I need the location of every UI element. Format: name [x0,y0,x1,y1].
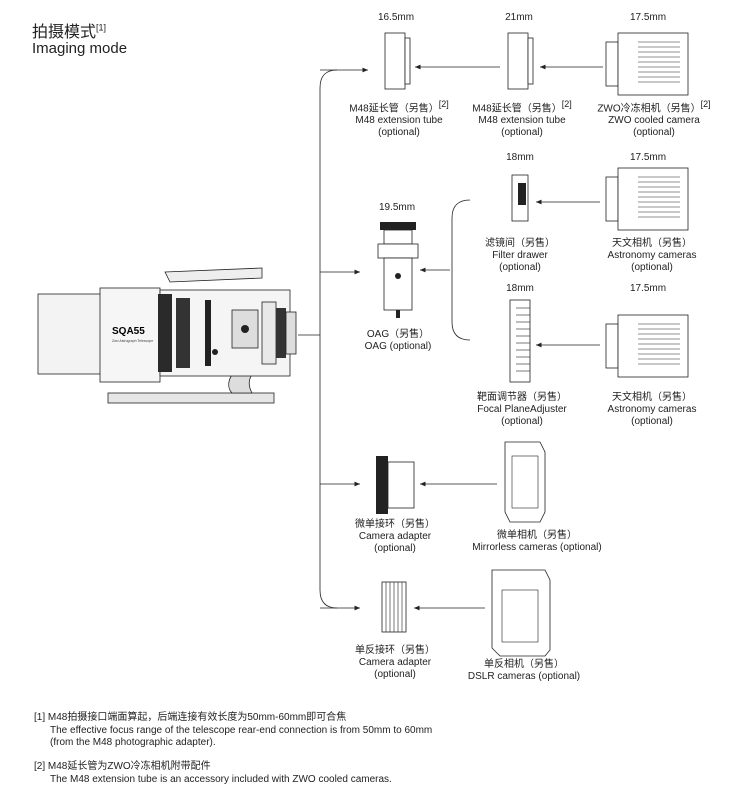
astronomy-camera-b [605,314,689,378]
dslr-adapter-label: 单反接环（另售）Camera adapter(optional) [355,645,435,680]
dimension-label: 16.5mm [377,12,415,23]
dslr-camera [491,569,551,657]
dimension-label: 18mm [506,152,534,163]
branch-spine [319,69,338,609]
page-subtitle: Imaging mode [32,40,128,57]
astronomy-camera-a-label: 天文相机（另售）Astronomy cameras(optional) [607,238,697,273]
footnote-1-en: The effective focus range of the telesco… [50,725,433,736]
oag-label: OAG（另售）OAG (optional) [364,329,432,352]
telescope-illustration: SQA55 Zwo Astrograph Telescope [37,267,297,404]
zwo-cooled-camera [605,32,689,96]
mirrorless-camera-label: 微单相机（另售）Mirrorless cameras (optional) [472,530,602,553]
dimension-label: 17.5mm [629,283,667,294]
footnote-1-zh: [1] M48拍摄接口端面算起，后端连接有效长度为50mm-60mm即可合焦 [34,712,347,723]
dimension-label: 17.5mm [629,152,667,163]
zwo-cooled-camera-label: ZWO冷冻相机（另售）[2] ZWO cooled camera(optiona… [597,99,711,139]
page-title: 拍摄模式[1] [32,22,107,41]
dslr-camera-adapter [381,581,407,633]
m48-extension-tube-2 [507,32,534,90]
dimension-label: 17.5mm [629,12,667,23]
filter-drawer [511,174,529,222]
oag-device [377,222,419,318]
focal-plane-adjuster-label: 靶面调节器（另售）Focal PlaneAdjuster(optional) [477,392,567,427]
filter-drawer-label: 滤镜间（另售）Filter drawer(optional) [485,238,555,273]
telescope-brand: SQA55 [112,326,145,337]
m48-extension-tube-1-label: M48延长管（另售）[2] M48 extension tube(optiona… [349,99,449,139]
dslr-camera-label: 单反相机（另售）DSLR cameras (optional) [467,659,581,682]
astronomy-camera-b-label: 天文相机（另售）Astronomy cameras(optional) [607,392,697,427]
dimension-label: 21mm [505,12,533,23]
mirrorless-camera [504,441,546,523]
dimension-label: 19.5mm [378,202,416,213]
mirrorless-camera-adapter [376,456,415,514]
footnote-1-en-cont: (from the M48 photographic adapter). [50,737,216,748]
mirrorless-adapter-label: 微单接环（另售）Camera adapter(optional) [355,519,435,554]
dimension-label: 18mm [506,283,534,294]
m48-extension-tube-1 [384,32,411,90]
focal-plane-adjuster [509,299,531,383]
telescope-brand-subtitle: Zwo Astrograph Telescope [112,339,153,343]
m48-extension-tube-2-label: M48延长管（另售）[2] M48 extension tube(optiona… [472,99,572,139]
footnote-2-zh: [2] M48延长管为ZWO冷冻相机附带配件 [34,761,211,772]
footnote-2-en: The M48 extension tube is an accessory i… [50,774,392,785]
astronomy-camera-a [605,167,689,231]
